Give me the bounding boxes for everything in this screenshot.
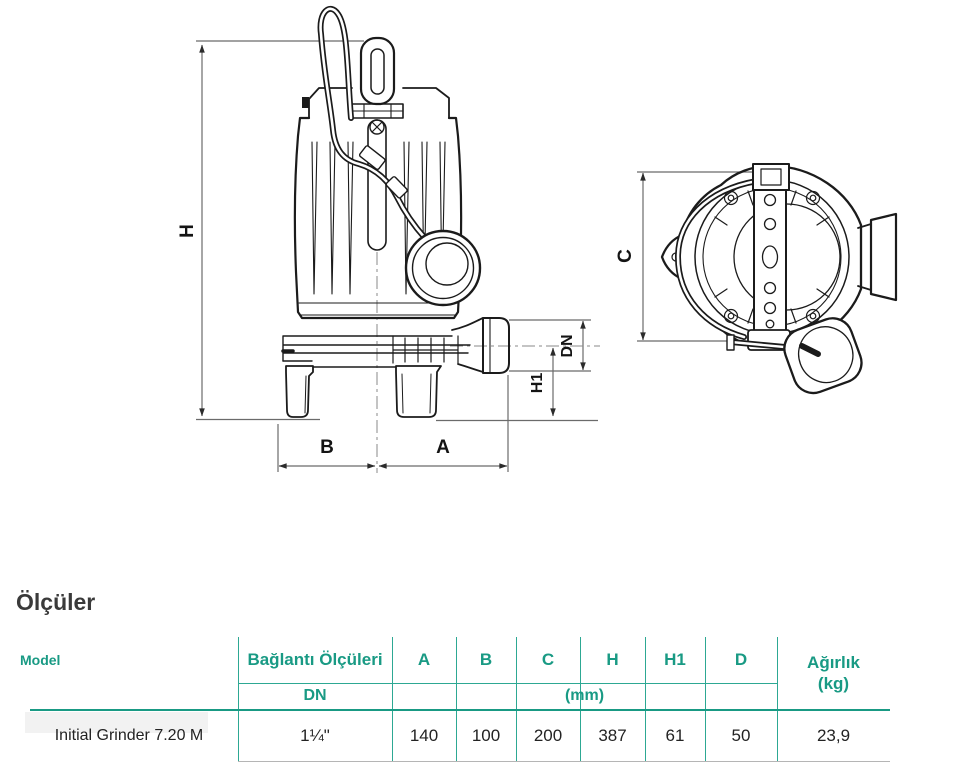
column-divider xyxy=(705,637,706,762)
weight-unit: (kg) xyxy=(817,674,850,693)
bolt-bosses xyxy=(723,190,821,324)
pump-top-view xyxy=(660,163,898,395)
discharge-outlet xyxy=(451,317,510,374)
col-header-d: D xyxy=(734,650,748,669)
header-row-divider xyxy=(238,683,777,684)
front-view-dimension-lines xyxy=(196,40,598,472)
centerlines xyxy=(376,252,600,473)
motor-housing xyxy=(293,116,463,320)
col-header-b: B xyxy=(479,650,493,669)
row-highlight xyxy=(25,712,208,733)
column-divider xyxy=(238,637,239,762)
pump-front-view xyxy=(281,5,510,418)
dim-label-C: C xyxy=(615,249,636,263)
section-title: Ölçüler xyxy=(16,589,96,615)
column-divider xyxy=(580,637,581,762)
support-feet xyxy=(285,365,442,418)
cell-h: 387 xyxy=(598,726,627,745)
handle-top-view xyxy=(753,169,787,345)
col-header-h: H xyxy=(606,650,619,669)
dim-label-A: A xyxy=(436,437,450,458)
pump-base xyxy=(281,335,471,368)
dim-label-B: B xyxy=(320,437,334,458)
col-header-c: C xyxy=(541,650,555,669)
column-divider xyxy=(456,637,457,762)
dimensions-table: Model Bağlantı Ölçüleri A B C H H1 D Ağı… xyxy=(18,637,890,763)
float-switch-top-view xyxy=(783,317,863,395)
cell-model: Initial Grinder 7.20 M xyxy=(54,727,204,744)
col-header-connection: Bağlantı Ölçüleri xyxy=(247,650,383,669)
pump-dimension-drawing: H B A DN H1 C xyxy=(177,5,898,473)
column-divider xyxy=(392,637,393,762)
subheader-dn: DN xyxy=(303,687,327,704)
col-header-model: Model xyxy=(20,652,61,668)
cable-top-view xyxy=(675,178,760,340)
cell-h1: 61 xyxy=(665,726,685,745)
cell-dn: 1¼" xyxy=(300,726,330,745)
discharge-outlet-top xyxy=(857,212,898,302)
col-header-h1: H1 xyxy=(664,650,686,669)
col-header-a: A xyxy=(417,650,431,669)
column-divider xyxy=(645,637,646,762)
dim-label-H1: H1 xyxy=(529,373,546,394)
column-divider xyxy=(516,637,517,762)
weight-label: Ağırlık xyxy=(807,652,860,672)
dim-label-DN: DN xyxy=(559,334,576,357)
dim-label-H: H xyxy=(177,224,198,238)
cell-a: 140 xyxy=(409,726,439,745)
subheader-mm-unit: (mm) xyxy=(564,687,605,704)
float-switch xyxy=(404,229,482,307)
col-header-weight: Ağırlık (kg) xyxy=(777,637,890,709)
table-bottom-border xyxy=(238,761,890,762)
cell-c: 200 xyxy=(533,726,563,745)
header-body-separator xyxy=(30,709,890,711)
cell-d: 50 xyxy=(731,726,751,745)
column-divider xyxy=(777,637,778,762)
cell-b: 100 xyxy=(471,726,501,745)
cell-weight: 23,9 xyxy=(816,726,851,745)
